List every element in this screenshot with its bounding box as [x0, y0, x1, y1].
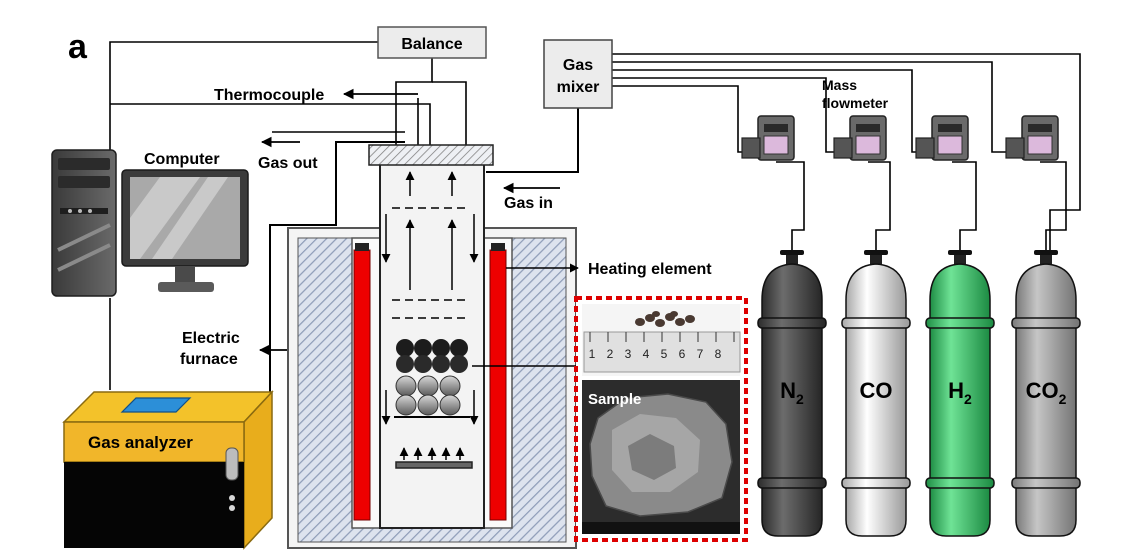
mass-flowmeter-label-2: flowmeter	[822, 95, 889, 111]
heater-right	[489, 249, 507, 521]
flowmeter-4	[1005, 115, 1059, 161]
gas-mixer-label-1: Gas	[563, 57, 593, 74]
ruler-number-7: 7	[697, 347, 704, 361]
electric-furnace-label-1: Electric	[182, 330, 240, 347]
ruler-number-6: 6	[679, 347, 686, 361]
heating-element-label: Heating element	[588, 261, 712, 278]
heater-left	[353, 249, 371, 521]
sample-label: Sample	[588, 391, 641, 408]
mass-flowmeters	[741, 115, 1059, 161]
thermocouple-label: Thermocouple	[214, 87, 324, 104]
gas-cylinders: N2 CO H2 CO2	[757, 250, 1081, 537]
cylinder-label-co2: CO2	[1026, 378, 1067, 407]
gas-analyzer: Gas analyzer	[62, 390, 274, 550]
computer-label: Computer	[144, 151, 220, 168]
ruler-number-1: 1	[589, 347, 596, 361]
cylinder-co2: CO2	[1011, 250, 1081, 537]
sample-pellets	[394, 339, 470, 418]
gas-analyzer-label: Gas analyzer	[88, 433, 193, 452]
cylinder-h2: H2	[925, 250, 995, 537]
monitor	[121, 169, 249, 292]
gas-mixer: Gas mixer	[543, 39, 613, 109]
panel-label: a	[68, 28, 88, 66]
ruler-number-2: 2	[607, 347, 614, 361]
cylinder-label-n2: N2	[780, 378, 804, 407]
computer: Computer	[51, 149, 249, 297]
pc-tower	[51, 149, 117, 297]
ruler-number-5: 5	[661, 347, 668, 361]
balance-label: Balance	[401, 36, 462, 53]
cylinder-label-co: CO	[860, 378, 893, 403]
gas-out-label: Gas out	[258, 155, 318, 172]
balance-box: Balance	[377, 26, 487, 59]
gas-in-label: Gas in	[504, 195, 553, 212]
cylinder-co: CO	[841, 250, 911, 537]
flowmeter-2	[833, 115, 887, 161]
cylinder-label-h2: H2	[948, 378, 972, 407]
cylinder-n2: N2	[757, 250, 827, 537]
mass-flowmeter-label-1: Mass	[822, 77, 857, 93]
gas-flow-lines	[381, 171, 579, 425]
ruler-number-4: 4	[643, 347, 650, 361]
ruler-number-3: 3	[625, 347, 632, 361]
gas-mixer-label-2: mixer	[557, 79, 600, 96]
ruler-number-8: 8	[715, 347, 722, 361]
flowmeter-1	[741, 115, 795, 161]
flowmeter-3	[915, 115, 969, 161]
gas-diffuser	[395, 447, 473, 469]
electric-furnace-label-2: furnace	[180, 351, 238, 368]
